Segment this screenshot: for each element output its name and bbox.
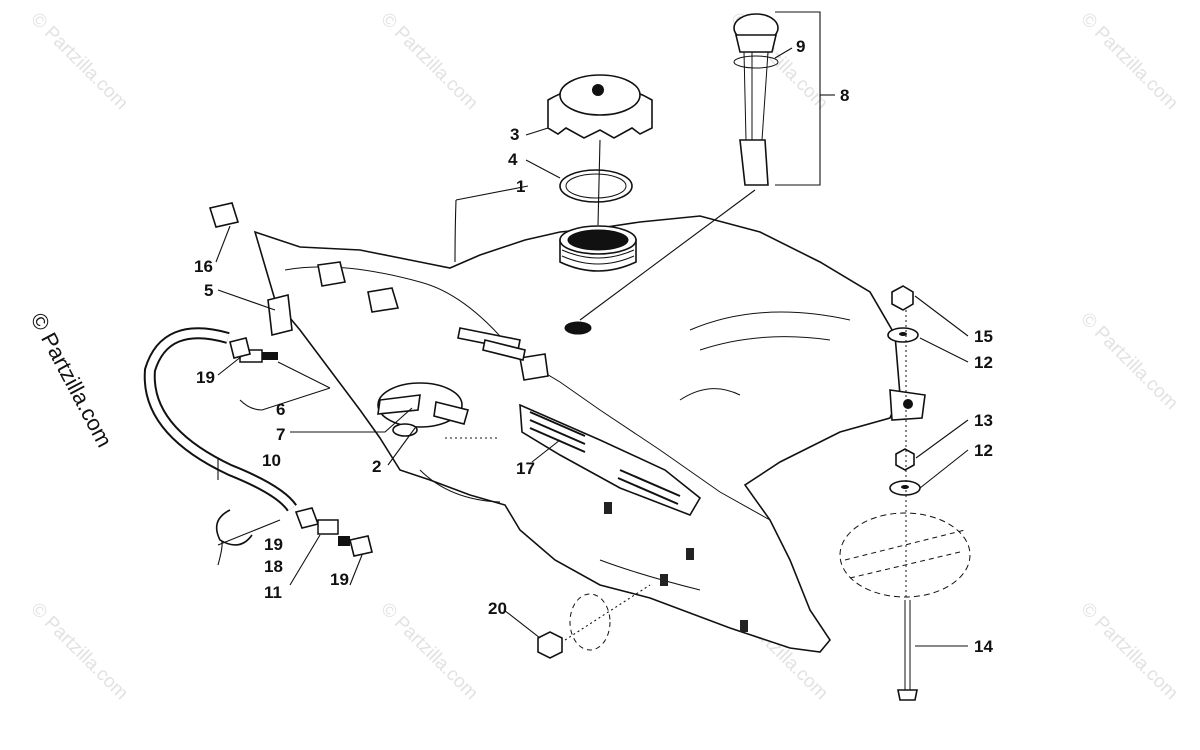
side-watermark: © Partzilla.com: [26, 309, 118, 452]
cushion-phantom: [569, 593, 611, 651]
callout-4: 4: [508, 150, 518, 169]
callout-15: 15: [974, 327, 993, 346]
mount-pad-phantom: [839, 512, 971, 598]
callout-12-upper: 12: [974, 353, 993, 372]
nut-20: [537, 631, 563, 659]
watermark-7: © Partzilla.com: [1076, 309, 1181, 414]
callout-8: 8: [840, 86, 849, 105]
callout-20: 20: [488, 599, 507, 618]
fuel-gauge: [733, 13, 779, 186]
watermark-11: © Partzilla.com: [1076, 599, 1181, 704]
callout-6: 6: [276, 400, 285, 419]
watermark-8: © Partzilla.com: [26, 599, 131, 704]
callout-9: 9: [796, 37, 805, 56]
fuel-filter-11: [294, 507, 373, 557]
callout-17: 17: [516, 459, 535, 478]
fuel-tank: [208, 202, 926, 653]
bracket-8: [775, 11, 821, 186]
callout-2: 2: [372, 457, 381, 476]
leader-lines: [215, 47, 969, 647]
watermark-4: © Partzilla.com: [1076, 9, 1181, 114]
watermark-1: © Partzilla.com: [26, 9, 131, 114]
fuel-cap: [547, 74, 653, 139]
callout-5: 5: [204, 281, 213, 300]
watermark-9: © Partzilla.com: [376, 599, 481, 704]
callout-19-upper: 19: [196, 368, 215, 387]
fuel-hose-10: [143, 327, 297, 512]
bolt-14: [897, 600, 918, 701]
callout-16: 16: [194, 257, 213, 276]
callout-14: 14: [974, 637, 993, 656]
nut-13: [895, 448, 915, 471]
callout-13: 13: [974, 411, 993, 430]
fuel-valve-6: [229, 337, 278, 363]
callout-11: 11: [264, 583, 282, 602]
watermark-2: © Partzilla.com: [376, 9, 481, 114]
callout-3: 3: [510, 125, 519, 144]
callout-12-lower: 12: [974, 441, 993, 460]
flange-nut-15: [891, 285, 914, 311]
callout-18: 18: [264, 557, 283, 576]
o-ring: [559, 169, 633, 203]
callout-10: 10: [262, 451, 281, 470]
hose-clamp-18: [215, 509, 253, 546]
callouts: 1 2 3 4 5 6 7 8 9 10 11 12 12 13 14 15 1…: [194, 37, 993, 656]
callout-7: 7: [276, 425, 285, 444]
callout-19-right: 19: [330, 570, 349, 589]
callout-1: 1: [516, 177, 525, 196]
callout-19-left: 19: [264, 535, 283, 554]
